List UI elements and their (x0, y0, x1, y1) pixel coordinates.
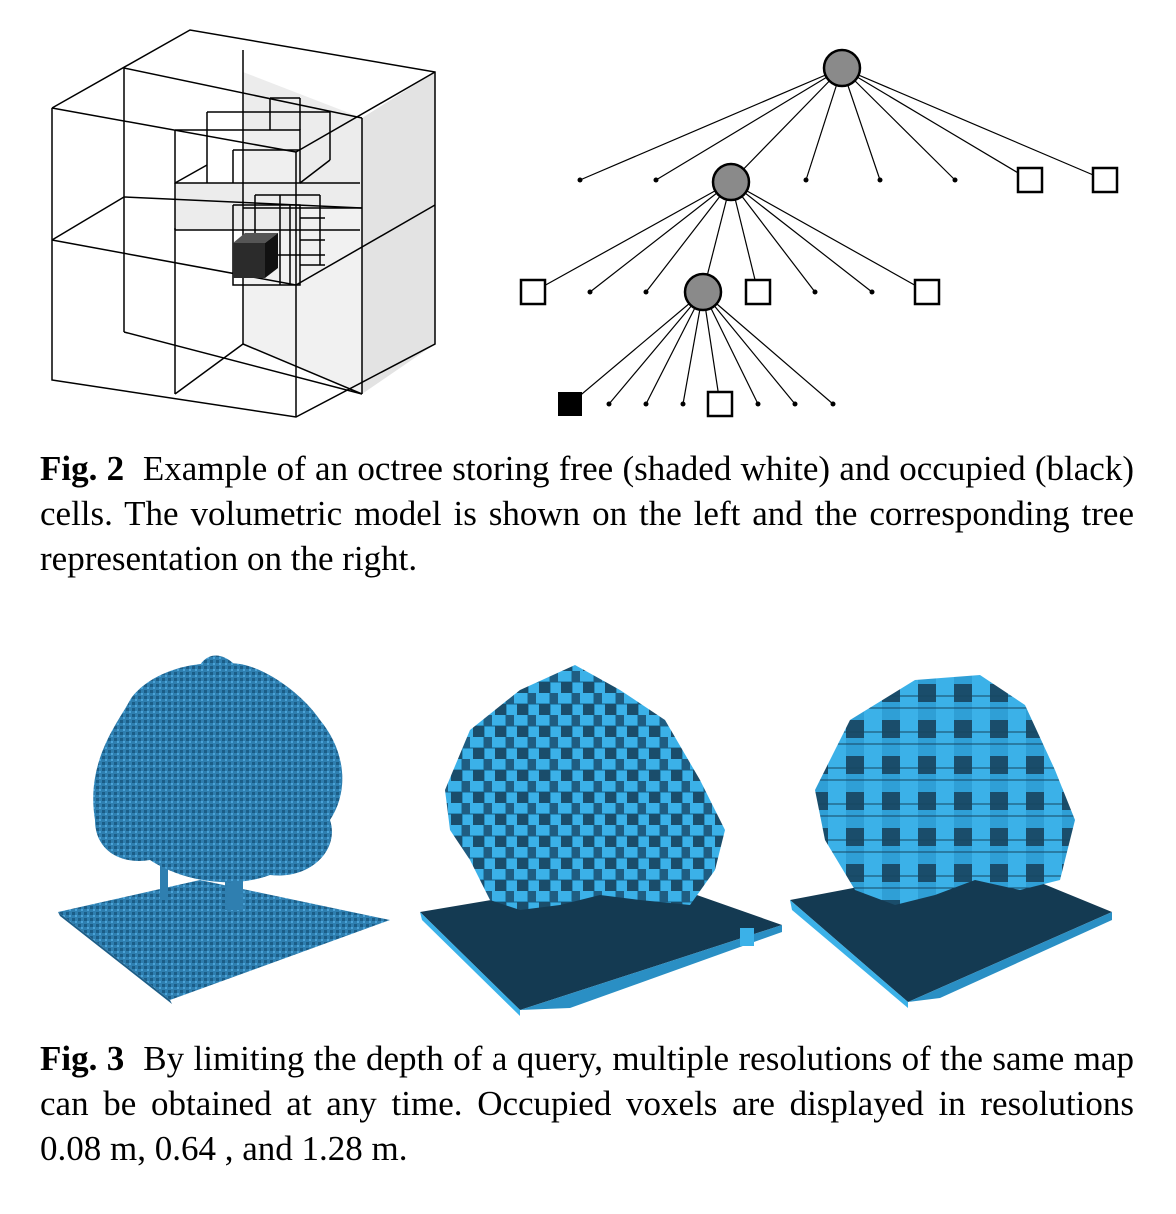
tree-leaf-free (1016, 166, 1044, 194)
tree-node-root (822, 48, 862, 88)
tree-leaf-unknown (577, 177, 583, 183)
tree-leaf-unknown (877, 177, 883, 183)
tree-leaf-unknown (952, 177, 958, 183)
fig3-label: Fig. 3 (40, 1039, 125, 1078)
fig2-label: Fig. 2 (40, 449, 125, 488)
tree-node-inner (711, 162, 751, 202)
voxel-render-coarse (790, 675, 1112, 1008)
tree-leaf-unknown (606, 401, 612, 407)
tree-leaf-unknown (680, 401, 686, 407)
tree-node-inner (683, 272, 723, 312)
fig3-caption: Fig. 3 By limiting the depth of a query,… (40, 1036, 1134, 1171)
shaded-free-cell (243, 130, 300, 183)
tree-leaf-free (913, 278, 941, 306)
tree-leaf-unknown (792, 401, 798, 407)
tree-leaf-occupied (558, 392, 582, 416)
fig2-caption-text: Example of an octree storing free (shade… (40, 449, 1135, 578)
pointcloud-render (58, 655, 390, 1004)
tree-leaf-free (706, 390, 734, 418)
tree-leaf-unknown (643, 401, 649, 407)
tree-leaf-unknown (653, 177, 659, 183)
voxel-render-medium (420, 665, 782, 1016)
fig2-caption: Fig. 2 Example of an octree storing free… (40, 446, 1134, 581)
tree-leaf-free (1091, 166, 1119, 194)
tree-leaf-unknown (830, 401, 836, 407)
shaded-free-cell (362, 72, 435, 394)
tree-leaf-unknown (812, 289, 818, 295)
occupied-cell (233, 233, 278, 278)
tree-leaf-free (519, 278, 547, 306)
tree-leaf-unknown (643, 289, 649, 295)
tree-leaf-free (744, 278, 772, 306)
tree-leaf-unknown (869, 289, 875, 295)
fig3-caption-text: By limiting the depth of a query, multip… (40, 1039, 1135, 1168)
tree-leaf-unknown (587, 289, 593, 295)
tree-leaf-unknown (803, 177, 809, 183)
tree-leaf-unknown (755, 401, 761, 407)
